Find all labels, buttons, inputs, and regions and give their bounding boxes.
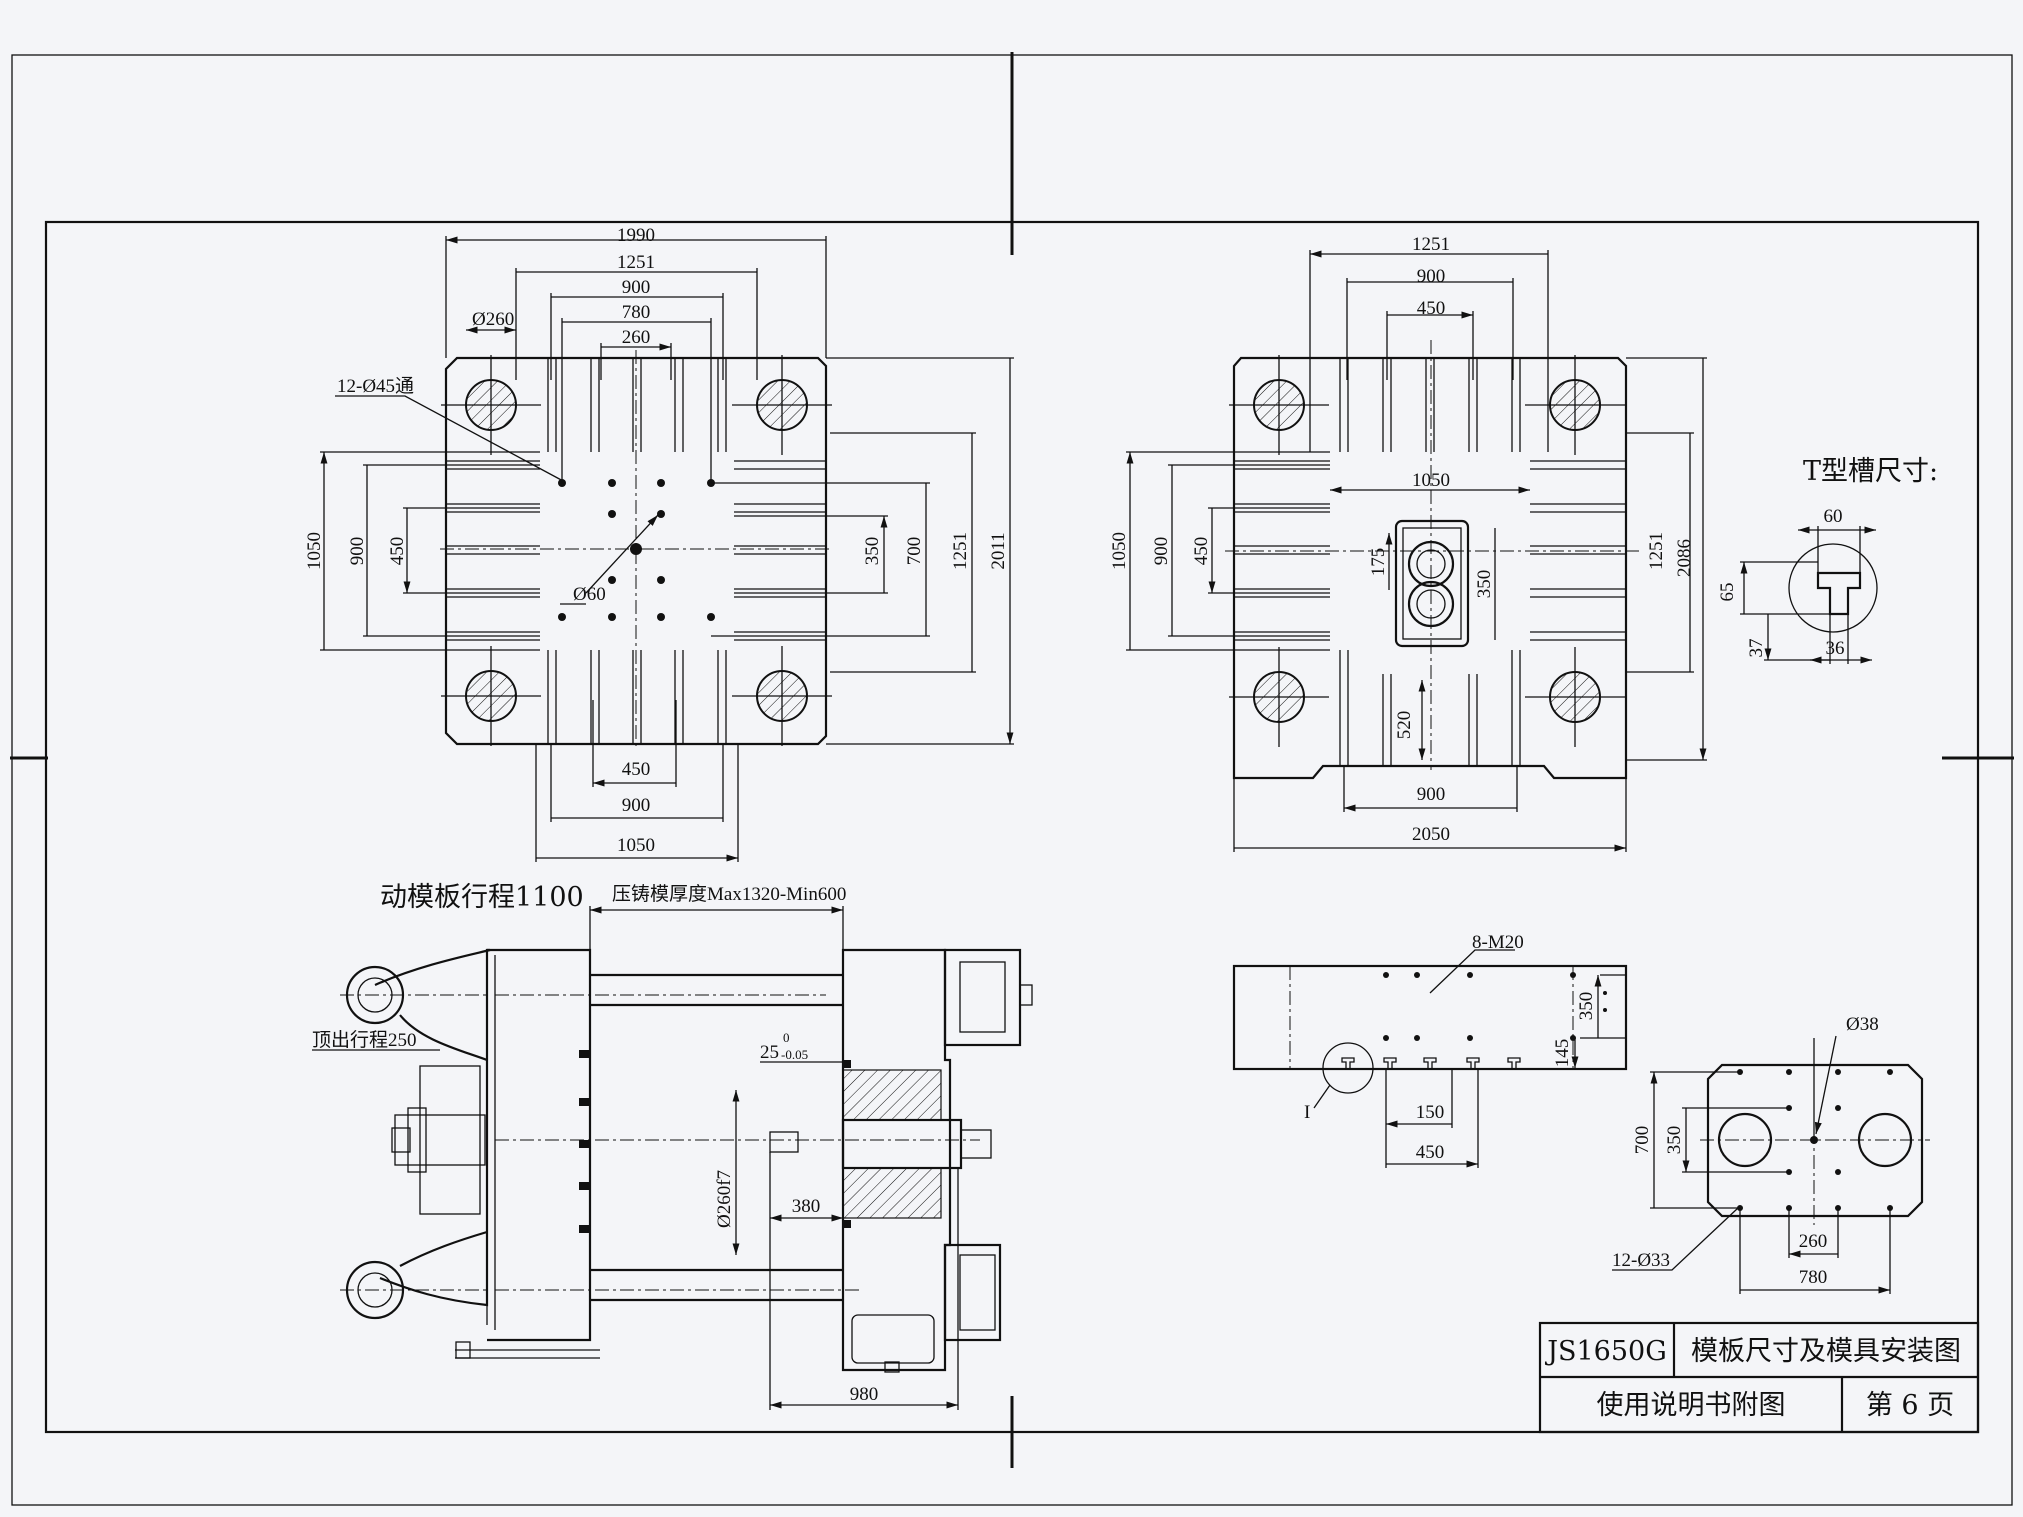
fixed-platen-plan [320, 236, 1014, 862]
dim-980: 980 [850, 1384, 879, 1405]
plate-section: I 8-M20 350 145 150 450 [1232, 932, 1628, 1168]
r-dim-900: 900 [1417, 266, 1446, 287]
top-right-dim-labels: 1251 900 450 1050 1050 900 450 175 350 1… [1109, 234, 1695, 845]
dim-900: 900 [622, 277, 651, 298]
dim-left-450: 450 [387, 537, 408, 566]
dim-left-900: 900 [347, 537, 368, 566]
drawing-title: 模板尺寸及模具安装图 [1691, 1336, 1961, 1367]
holes-33-note: 12-Ø33 [1612, 1250, 1670, 1271]
dim-right-2011: 2011 [988, 532, 1009, 569]
r-dim-left-900: 900 [1151, 537, 1172, 566]
br-dim-450: 450 [1416, 1142, 1445, 1163]
dim-bottom-1050: 1050 [617, 835, 655, 856]
t-slot-detail: T型槽尺寸: 60 65 37 36 [1717, 456, 1938, 664]
dim-780: 780 [622, 302, 651, 323]
dim-bottom-900: 900 [622, 795, 651, 816]
ejector-stroke-label: 顶出行程250 [312, 1029, 417, 1051]
tie-bar-holes [441, 355, 832, 746]
t-dim-37: 37 [1746, 639, 1767, 658]
sp-dim-260: 260 [1799, 1231, 1828, 1252]
dim-left-1050: 1050 [304, 532, 325, 570]
r-dim-left-450: 450 [1191, 537, 1212, 566]
r-dim-bottom-900: 900 [1417, 784, 1446, 805]
t-slots-horizontal [446, 460, 826, 641]
dim-right-350: 350 [862, 537, 883, 566]
dim-right-700: 700 [904, 537, 925, 566]
r-dim-350: 350 [1474, 570, 1495, 599]
dia-fit: Ø260f7 [714, 1170, 735, 1228]
dim-right-1251: 1251 [950, 532, 971, 570]
stroke-label: 动模板行程1100 [380, 882, 584, 913]
dia-260: Ø260 [472, 309, 514, 330]
dia-60: Ø60 [573, 584, 606, 605]
model-number: JS1650G [1544, 1336, 1667, 1367]
r-dim-right-2086: 2086 [1674, 539, 1695, 577]
moving-platen-plan [1126, 250, 1707, 852]
drawing-subtitle: 使用说明书附图 [1597, 1390, 1786, 1421]
r-dim-1050-inner: 1050 [1412, 470, 1450, 491]
br-dim-150: 150 [1416, 1102, 1445, 1123]
m20-note: 8-M20 [1472, 932, 1524, 953]
dim-1251: 1251 [617, 252, 655, 273]
dim-1990: 1990 [617, 225, 655, 246]
t-dim-36: 36 [1826, 638, 1845, 659]
sp-dim-350: 350 [1664, 1126, 1685, 1155]
tolerance-upper: 0 [783, 1030, 790, 1045]
sp-dim-700: 700 [1632, 1126, 1653, 1155]
t-slots-vertical [547, 358, 727, 744]
r-dim-1251: 1251 [1412, 234, 1450, 255]
dim-260: 260 [622, 327, 651, 348]
t-dim-65: 65 [1717, 583, 1738, 602]
dia-38: Ø38 [1846, 1014, 1879, 1035]
tolerance-main: 25 [760, 1042, 779, 1063]
r-dim-left-1050: 1050 [1109, 532, 1130, 570]
dim-bottom-450: 450 [622, 759, 651, 780]
top-left-dim-labels: 1990 1251 900 780 260 Ø260 12-Ø45通 Ø60 1… [304, 225, 1009, 856]
ejector-holes [558, 479, 715, 621]
tolerance-lower: -0.05 [781, 1047, 808, 1062]
t-slot-title: T型槽尺寸: [1803, 456, 1938, 487]
clamping-side-view: 动模板行程1100 压铸模厚度Max1320-Min600 顶出行程250 [312, 882, 1033, 1410]
dim-380: 380 [792, 1196, 821, 1217]
r-dim-right-1251: 1251 [1646, 532, 1667, 570]
r-dim-520: 520 [1394, 711, 1415, 740]
t-dim-60: 60 [1824, 506, 1843, 527]
r-dim-450: 450 [1417, 298, 1446, 319]
title-block: JS1650G 模板尺寸及模具安装图 使用说明书附图 第 6 页 [1538, 1321, 1980, 1434]
sheet-frame [10, 52, 2014, 1506]
die-thickness-label: 压铸模厚度Max1320-Min600 [612, 883, 846, 905]
br-dim-145: 145 [1552, 1039, 1573, 1068]
detail-mark: I [1304, 1102, 1310, 1123]
holes-note: 12-Ø45通 [337, 375, 414, 397]
br-dim-350: 350 [1576, 992, 1597, 1021]
sp-dim-780: 780 [1799, 1267, 1828, 1288]
small-plate-plan: Ø38 700 350 12-Ø33 260 780 [1612, 1014, 1930, 1294]
r-dim-175: 175 [1368, 548, 1389, 577]
page-number: 第 6 页 [1866, 1390, 1954, 1421]
r-dim-bottom-2050: 2050 [1412, 824, 1450, 845]
